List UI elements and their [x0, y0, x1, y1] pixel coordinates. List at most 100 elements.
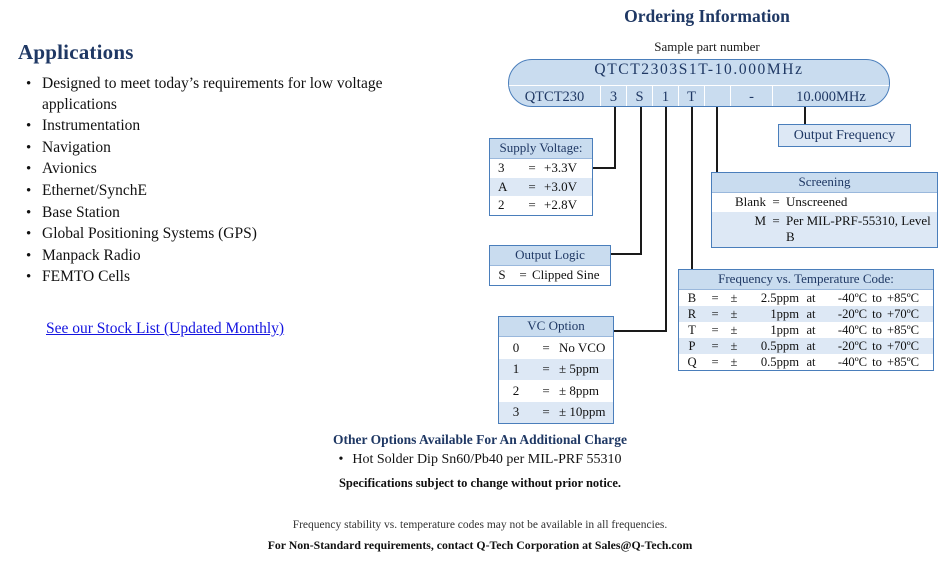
table-cell-ppm: 1ppm	[770, 306, 799, 321]
part-number-full-text: QTCT2303S1T-10.000MHz	[594, 61, 804, 78]
supply-voltage-header: Supply Voltage:	[490, 139, 592, 159]
table-cell-high: +85ºC	[887, 354, 920, 369]
table-cell-at: at	[806, 290, 816, 305]
table-cell-code: A	[498, 178, 508, 194]
table-cell-value: Unscreened	[786, 194, 848, 209]
table-cell-eq: =	[711, 322, 719, 337]
table-cell-code: S	[498, 267, 506, 282]
table-cell-value: ± 5ppm	[559, 361, 599, 376]
stock-list-link[interactable]: See our Stock List (Updated Monthly)	[46, 320, 285, 337]
output-logic-header: Output Logic	[490, 246, 610, 266]
table-cell-low: -40ºC	[837, 322, 867, 337]
other-options-item: •Hot Solder Dip Sn60/Pb40 per MIL-PRF 55…	[230, 452, 730, 468]
table-cell-at: at	[806, 354, 816, 369]
table-cell-value: ± 10ppm	[559, 404, 606, 419]
table-row: 2=+2.8V	[490, 196, 592, 215]
connector-output-logic-horizontal	[611, 253, 642, 255]
part-number-cell: QTCT230	[509, 86, 601, 106]
table-cell-code: 0	[512, 339, 520, 355]
connector-vc-option-vertical	[665, 107, 667, 332]
table-cell-code: R	[687, 306, 697, 321]
part-number-cell: 3	[601, 86, 627, 106]
part-number-cell: -	[731, 86, 773, 106]
connector-output-logic-vertical	[640, 107, 642, 255]
table-cell-at: at	[806, 322, 816, 337]
application-item: •Navigation	[26, 138, 446, 159]
table-cell-low: -20ºC	[837, 338, 867, 353]
table-cell-ppm: 0.5ppm	[760, 338, 799, 353]
table-row: A=+3.0V	[490, 177, 592, 196]
table-cell-value: Clipped Sine	[532, 267, 600, 282]
connector-vc-option-horizontal	[614, 330, 667, 332]
table-cell-high: +70ºC	[887, 306, 920, 321]
application-item-label: Instrumentation	[42, 117, 141, 135]
table-cell-value: ± 8ppm	[559, 382, 599, 398]
table-cell-value: +3.3V	[544, 160, 577, 175]
output-frequency-box: Output Frequency	[778, 124, 911, 147]
table-cell-code: M	[754, 212, 766, 228]
table-row: Blank=Unscreened	[712, 193, 937, 212]
specifications-notice: Specifications subject to change without…	[338, 476, 622, 490]
table-cell-to: to	[872, 306, 882, 321]
other-options-title: Other Options Available For An Additiona…	[332, 432, 628, 447]
application-item: •Avionics	[26, 159, 446, 180]
application-item-label: Manpack Radio	[42, 246, 141, 264]
table-cell-high: +85ºC	[887, 322, 920, 337]
output-logic-rows: S=Clipped Sine	[490, 266, 610, 285]
footnote-contact: For Non-Standard requirements, contact Q…	[267, 538, 693, 552]
table-cell-code: 3	[512, 404, 520, 419]
table-cell-pm: ±	[730, 290, 738, 305]
table-cell-to: to	[872, 290, 882, 305]
table-cell-code: 3	[498, 160, 505, 175]
application-item: •FEMTO Cells	[26, 267, 446, 288]
application-item-label: Global Positioning Systems (GPS)	[42, 225, 257, 243]
application-item-label: FEMTO Cells	[42, 268, 130, 286]
table-cell-pm: ±	[730, 322, 738, 337]
table-cell-low: -40ºC	[837, 354, 867, 369]
bullet-glyph: •	[26, 182, 32, 199]
table-cell-at: at	[806, 338, 816, 353]
output-logic-table: Output Logic S=Clipped Sine	[489, 245, 611, 286]
bullet-glyph: •	[26, 226, 32, 243]
bullet-glyph: •	[26, 118, 32, 135]
table-cell-eq: =	[542, 339, 550, 355]
table-row: 1=± 5ppm	[499, 358, 613, 380]
table-row: M=Per MIL-PRF-55310, Level B	[712, 211, 937, 247]
table-cell-code: Blank	[734, 194, 766, 209]
bullet-glyph: •	[26, 139, 32, 156]
application-item: • Instrumentation	[26, 116, 446, 137]
bullet-glyph: •	[26, 204, 32, 221]
table-cell-to: to	[872, 322, 882, 337]
connector-freq-temp-vertical	[691, 107, 693, 270]
table-cell-pm: ±	[730, 338, 738, 353]
table-cell-eq: =	[772, 212, 780, 228]
table-cell-at: at	[806, 306, 816, 321]
table-cell-to: to	[872, 338, 882, 353]
ordering-information-title: Ordering Information	[624, 6, 790, 26]
other-options-item-text: Hot Solder Dip Sn60/Pb40 per MIL-PRF 553…	[352, 452, 622, 467]
table-cell-low: -20ºC	[837, 306, 867, 321]
application-item: •Designed to meet today’s requirements f…	[26, 74, 446, 115]
part-number-cell	[705, 86, 731, 106]
footnote-frequency-stability: Frequency stability vs. temperature code…	[292, 519, 668, 531]
table-cell-value: +3.0V	[544, 178, 577, 194]
vc-option-header: VC Option	[499, 317, 613, 337]
application-item-label: Base Station	[42, 203, 120, 221]
table-cell-eq: =	[711, 354, 719, 369]
table-cell-ppm: 1ppm	[770, 322, 799, 337]
application-item: •Manpack Radio	[26, 246, 446, 267]
table-cell-code: Q	[687, 354, 697, 369]
table-row: 3 = ± 10ppm	[499, 401, 613, 423]
table-cell-value: +2.8V	[544, 197, 577, 212]
table-cell-eq: =	[542, 404, 550, 419]
table-cell-code: 2	[512, 382, 520, 398]
bullet-glyph: •	[26, 161, 32, 178]
table-cell-pm: ±	[730, 354, 738, 369]
